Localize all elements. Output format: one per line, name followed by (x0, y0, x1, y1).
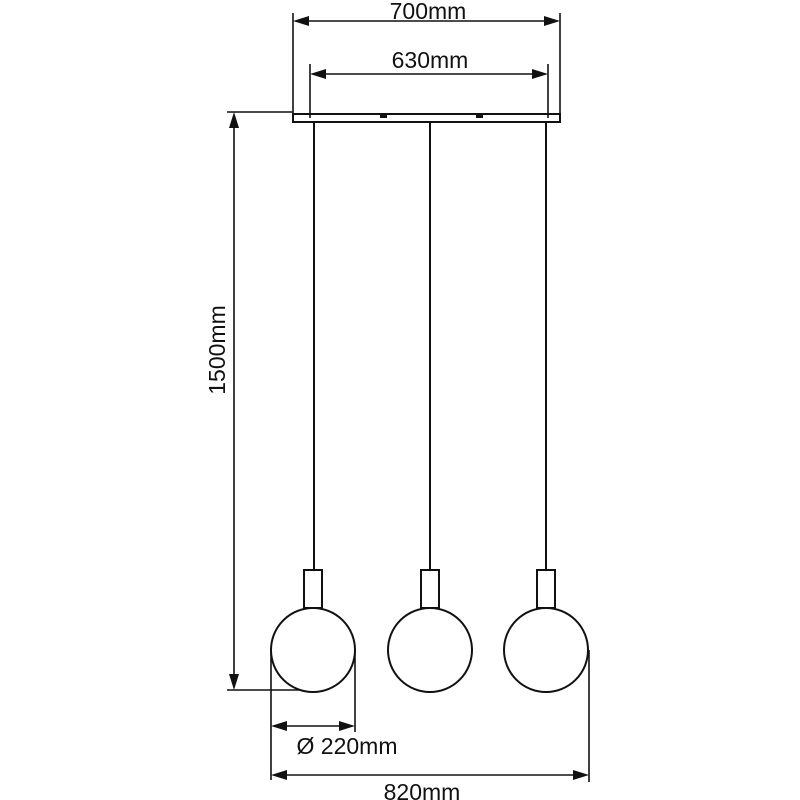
dimension-globe-diameter: Ø 220mm (270, 650, 398, 780)
lamp-holder (303, 569, 323, 609)
arrowhead-right (544, 16, 560, 26)
canopy-inner-width-label: 630mm (392, 47, 469, 73)
arrowhead-right (339, 721, 355, 731)
canopy-plate (292, 113, 561, 123)
pendant-left (270, 569, 356, 693)
arrowhead-bottom (229, 674, 239, 690)
canopy-outer-width-label: 700mm (390, 0, 467, 24)
pendant-center (387, 569, 473, 693)
overall-width-label: 820mm (384, 779, 461, 800)
globe-shade (503, 607, 589, 693)
ceiling-canopy (292, 113, 561, 123)
dimension-drop-height: 1500mm (204, 111, 300, 691)
globe-diameter-label: Ø 220mm (297, 733, 398, 759)
arrowhead-right (573, 770, 589, 780)
arrowhead-left (271, 770, 287, 780)
lamp-holder (420, 569, 440, 609)
dimension-canopy-inner-width: 630mm (309, 47, 549, 118)
arrowhead-left (271, 721, 287, 731)
pendant-right (503, 569, 589, 693)
lamp-holder (536, 569, 556, 609)
arrowhead-right (532, 69, 548, 79)
canopy-screw-left (380, 113, 387, 118)
pendant-cables (313, 122, 547, 570)
canopy-screw-right (476, 113, 483, 118)
drop-height-label: 1500mm (204, 305, 230, 394)
globe-shade (387, 607, 473, 693)
arrowhead-left (293, 16, 309, 26)
dimension-overall-width: 820mm (271, 650, 590, 800)
dimension-canopy-outer-width: 700mm (292, 0, 561, 122)
globe-shade (270, 607, 356, 693)
arrowhead-top (229, 112, 239, 128)
arrowhead-left (310, 69, 326, 79)
